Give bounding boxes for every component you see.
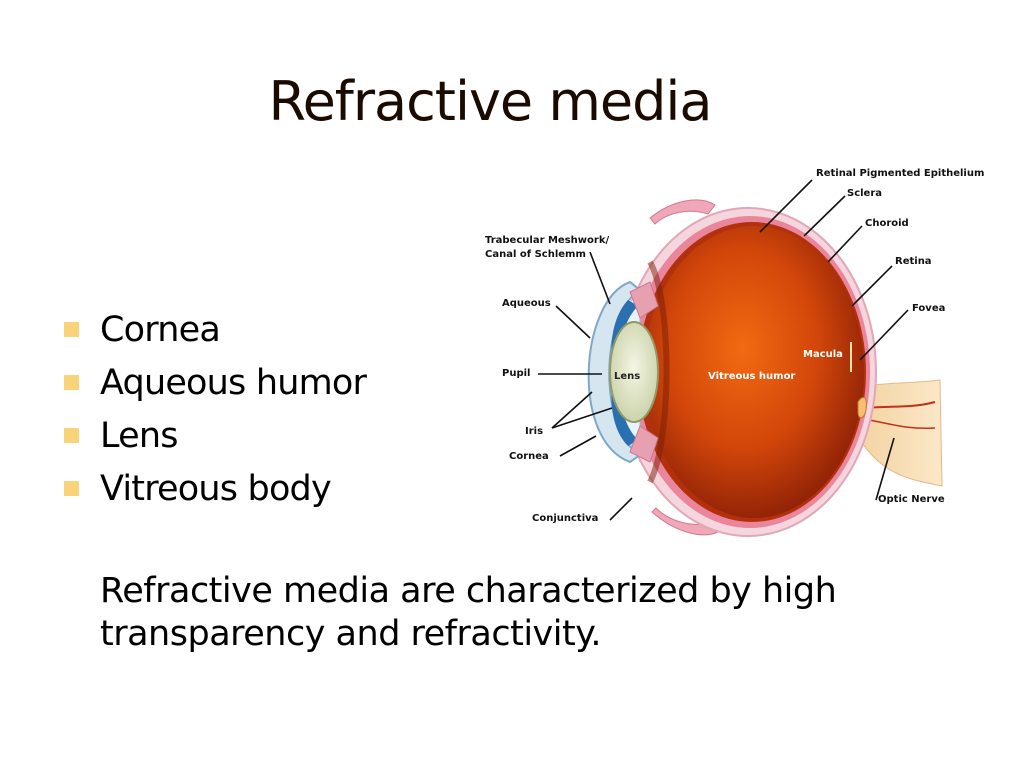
bullet-square-icon (64, 322, 79, 337)
label-vitreous-humor: Vitreous humor (708, 371, 795, 382)
bullet-label: Cornea (100, 310, 221, 350)
label-sclera: Sclera (847, 188, 882, 199)
label-trabecular-meshwork: Trabecular Meshwork/ (485, 235, 609, 246)
conjunctiva-upper (649, 199, 716, 225)
label-choroid: Choroid (865, 218, 909, 229)
ciliary-body-upper (629, 281, 659, 319)
bullet-label: Lens (100, 416, 178, 456)
label-aqueous: Aqueous (502, 298, 551, 309)
pointer-lines (538, 179, 909, 521)
label-canal-of-schlemm: Canal of Schlemm (485, 249, 586, 260)
ciliary-body-lower (629, 425, 659, 463)
optic-disc (857, 397, 867, 419)
label-iris: Iris (525, 426, 543, 437)
bullet-square-icon (64, 428, 79, 443)
bullet-label: Aqueous humor (100, 363, 367, 403)
label-retinal-pigmented-epithelium: Retinal Pigmented Epithelium (816, 168, 984, 179)
label-macula: Macula (803, 349, 843, 360)
label-optic-nerve: Optic Nerve (878, 494, 945, 505)
slide-title: Refractive media (268, 70, 712, 134)
lens-shape (609, 321, 659, 423)
bullet-item-cornea: Cornea (60, 306, 366, 359)
label-lens: Lens (614, 371, 640, 382)
bullet-item-aqueous-humor: Aqueous humor (60, 359, 367, 412)
bullet-label: Vitreous body (100, 469, 332, 509)
bullet-item-lens: Lens (60, 412, 366, 465)
label-fovea: Fovea (912, 303, 945, 314)
label-pupil: Pupil (502, 368, 530, 379)
bullet-square-icon (64, 375, 79, 390)
vitreous-body (644, 226, 864, 518)
label-cornea: Cornea (509, 451, 549, 462)
bullet-item-vitreous-body: Vitreous body (60, 465, 366, 518)
refractive-media-list: Cornea Aqueous humor Lens Vitreous body (60, 306, 367, 518)
label-conjunctiva: Conjunctiva (532, 513, 598, 524)
ciliary-fibers (647, 260, 670, 484)
description-text: Refractive media are characterized by hi… (100, 571, 837, 654)
label-retina: Retina (895, 256, 932, 267)
eye-anatomy-diagram: Retinal Pigmented Epithelium Sclera Chor… (485, 168, 984, 537)
bullet-square-icon (64, 481, 79, 496)
